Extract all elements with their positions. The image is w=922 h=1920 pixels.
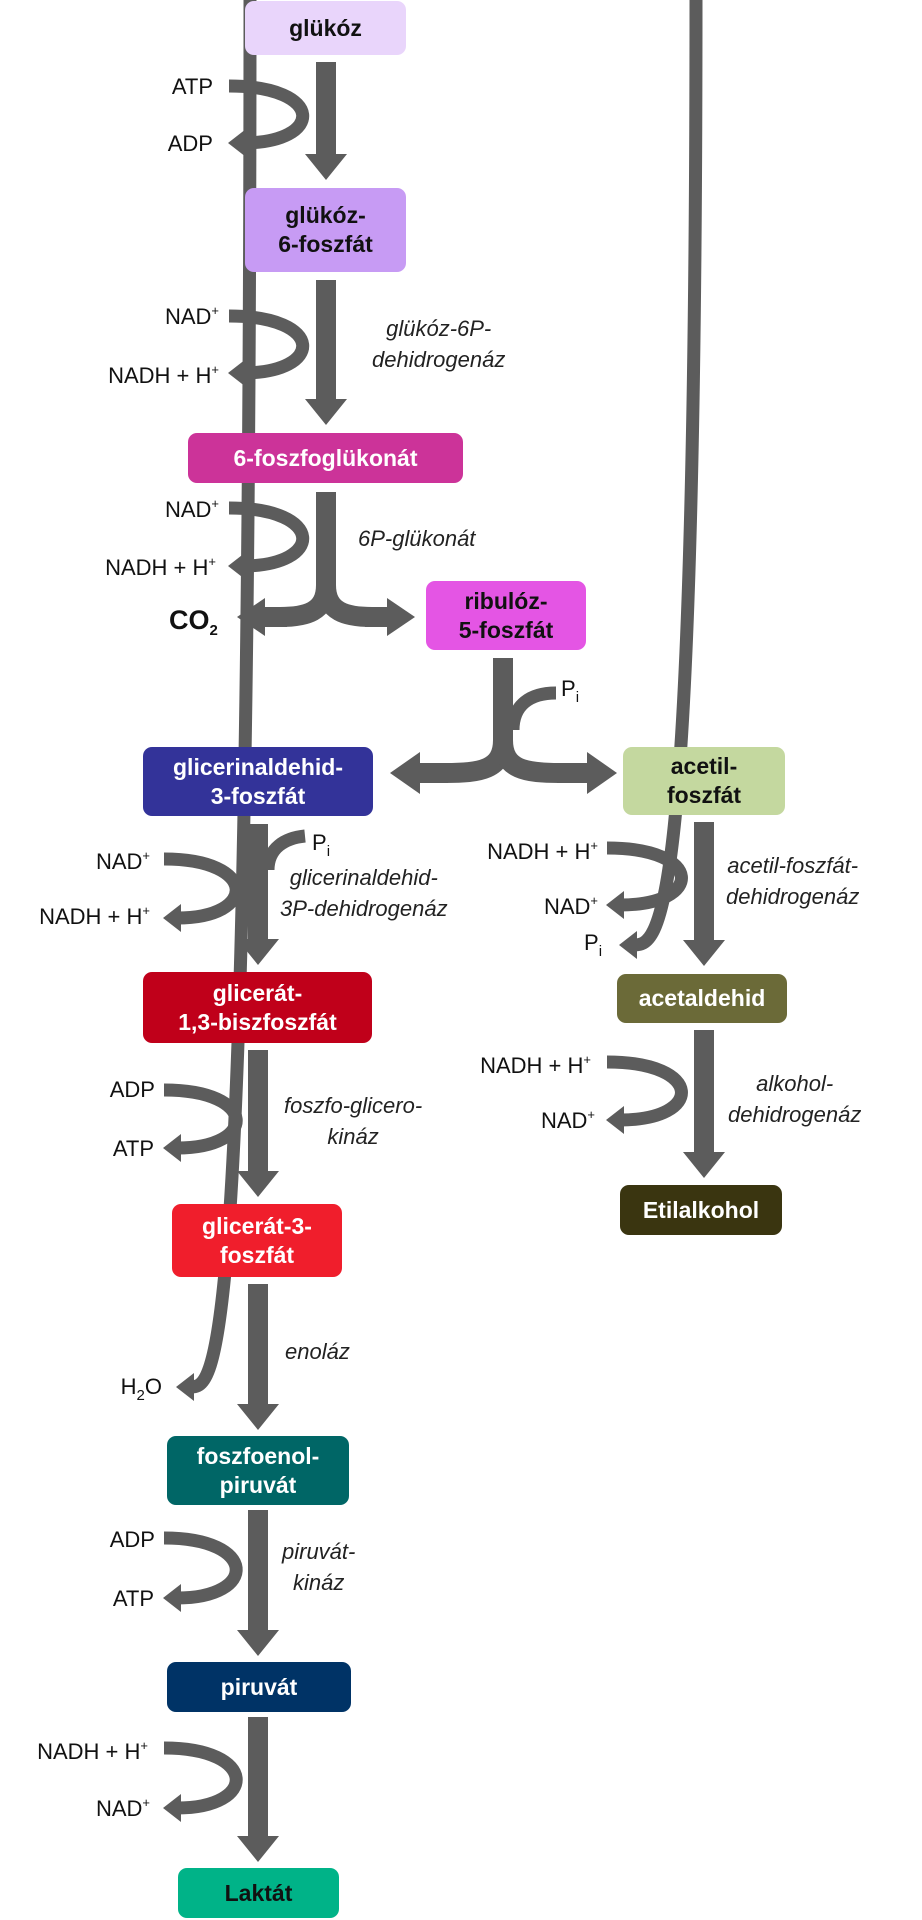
enzyme-piruvat-kinaz: piruvát- kináz	[282, 1539, 356, 1595]
cofactor-adp-in-2: ADP	[109, 1077, 155, 1102]
enzyme-foszfo-glicero-kinaz: foszfo-glicero- kináz	[284, 1093, 423, 1149]
enzyme-enolaz: enoláz	[285, 1339, 350, 1364]
arrow-acetaldehid-to-etanol	[683, 1030, 725, 1178]
curve-atp-adp	[228, 79, 310, 150]
arrow-glukoz-to-g6p	[305, 62, 347, 180]
curve-nadh-nad-4-head	[606, 891, 624, 919]
shaft-acetil	[557, 763, 589, 783]
arrow-gap-to-13bpg	[237, 824, 279, 965]
cofactor-nadh-in-5: NADH + H+	[480, 1052, 591, 1078]
metabolite-acetil-foszfat: acetil- foszfát	[623, 747, 785, 815]
metabolite-etilalkohol: Etilalkohol	[620, 1185, 782, 1235]
arrowhead-gap	[390, 752, 420, 794]
curve-h2o-head	[176, 1373, 194, 1401]
cofactor-nadh-out-3: NADH + H+	[39, 903, 150, 929]
cofactor-atp-in: ATP	[171, 74, 213, 99]
enzyme-glukoz-6p-dehidrogenaz: glükóz-6P- dehidrogenáz	[372, 316, 506, 372]
cofactor-nadh-out-2: NADH + H+	[105, 554, 216, 580]
metabolite-glicerat-3-foszfat: glicerát-3- foszfát	[172, 1204, 342, 1277]
cofactor-nadh-out: NADH + H+	[108, 362, 219, 388]
metabolite-laktat: Laktát	[178, 1868, 339, 1918]
curve-pi-in	[506, 686, 557, 731]
metabolite-piruvat: piruvát	[167, 1662, 351, 1712]
enzyme-alkohol-dehidrogenaz: alkohol- dehidrogenáz	[728, 1071, 862, 1127]
curve-nad-nadh-1-head	[228, 359, 246, 387]
metabolite-6-foszfoglukonat: 6-foszfoglükonát	[188, 433, 463, 483]
arrow-acetil-to-acetaldehid	[683, 822, 725, 966]
cofactor-pi-in-2: Pi	[312, 830, 331, 860]
curve-nadh-nad-5-head	[606, 1106, 624, 1134]
metabolite-acetaldehid: acetaldehid	[617, 974, 787, 1023]
cofactor-nad-out-6: NAD+	[95, 1795, 150, 1821]
cofactor-pi-in: Pi	[561, 676, 580, 706]
shaft-gap	[418, 763, 448, 783]
enzyme-6p-glukonat: 6P-glükonát	[358, 526, 476, 551]
cofactor-nadh-in-6: NADH + H+	[37, 1738, 148, 1764]
enzyme-acetil-foszfat-dehidrogenaz: acetil-foszfát- dehidrogenáz	[726, 853, 860, 909]
enzyme-glicerinaldehid-3p-dehidrogenaz: glicerinaldehid- 3P-dehidrogenáz	[280, 865, 448, 921]
cofactor-atp-out-2: ATP	[112, 1136, 154, 1161]
curve-nadh-nad-4	[606, 841, 688, 912]
curve-atp-adp-head	[228, 129, 246, 157]
cofactor-pi-out: Pi	[584, 930, 603, 960]
metabolite-glicerinaldehid-3-foszfat: glicerinaldehid- 3-foszfát	[143, 747, 373, 816]
curve-nadh-nad-6-head	[163, 1794, 181, 1822]
split-right-ribuloz	[316, 584, 373, 627]
arrow-g6p-to-6pg	[305, 280, 347, 425]
cofactor-nad-in-2: NAD+	[164, 496, 219, 522]
arrow-pyr-to-lac	[237, 1717, 279, 1862]
curve-pi-out-head	[619, 931, 637, 959]
product-h2o: H2O	[120, 1374, 162, 1404]
stem-6pg	[316, 492, 336, 592]
curve-nad-nadh-1	[228, 309, 310, 380]
metabolite-glukoz: glükóz	[245, 1, 406, 55]
curve-adp-atp-2-head	[163, 1134, 181, 1162]
cofactor-nad-out-5: NAD+	[540, 1107, 595, 1133]
curve-nadh-nad-6	[163, 1741, 243, 1815]
metabolite-glicerat-1-3-biszfoszfat: glicerát- 1,3-biszfoszfát	[143, 972, 372, 1043]
metabolite-glukoz-6-foszfat: glükóz- 6-foszfát	[245, 188, 406, 272]
curve-nadh-nad-5	[606, 1055, 688, 1127]
curve-adp-atp-3-head	[163, 1584, 181, 1612]
product-co2: CO2	[169, 605, 218, 639]
cofactor-atp-out-3: ATP	[112, 1586, 154, 1611]
arrowhead-ribuloz	[387, 598, 415, 636]
cofactor-adp-in-3: ADP	[109, 1527, 155, 1552]
cofactor-nad-out-4: NAD+	[543, 893, 598, 919]
cofactor-nad-in-3: NAD+	[95, 848, 150, 874]
metabolite-ribuloz-5-foszfat: ribulóz- 5-foszfát	[426, 581, 586, 650]
cofactor-nad-in: NAD+	[164, 303, 219, 329]
metabolite-foszfoenolpiruvat: foszfoenol- piruvát	[167, 1436, 349, 1505]
curve-nad-nadh-3-head	[163, 904, 181, 932]
arrow-pep-to-pyr	[237, 1510, 279, 1656]
curve-h2o	[189, 0, 257, 1394]
stem-ribuloz	[493, 658, 513, 748]
curve-pi-out	[632, 0, 703, 952]
arrow-13bpg-to-3pg	[237, 1050, 279, 1197]
arrow-3pg-to-pep	[237, 1284, 279, 1430]
arrowhead-acetil	[587, 752, 617, 794]
split-right-acetil	[493, 739, 561, 783]
curve-pi-in-2	[261, 829, 306, 871]
cofactor-nadh-in-4: NADH + H+	[487, 838, 598, 864]
curve-nad-nadh-2	[228, 501, 310, 573]
cofactor-adp-out: ADP	[167, 131, 213, 156]
curve-adp-atp-3	[163, 1531, 243, 1605]
